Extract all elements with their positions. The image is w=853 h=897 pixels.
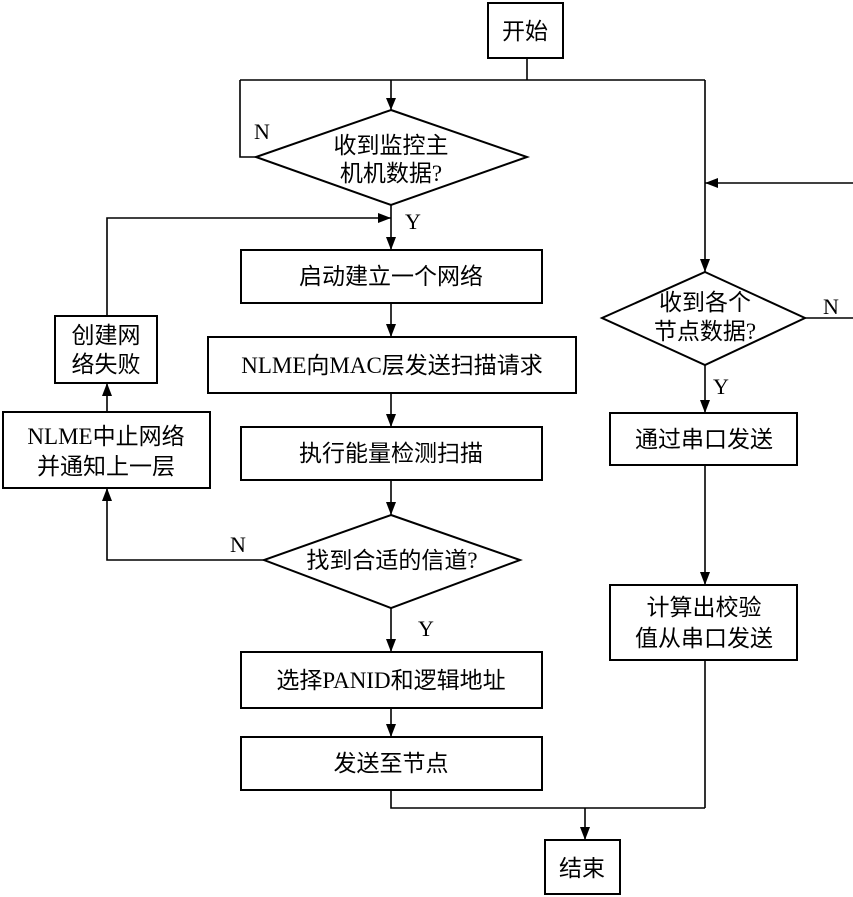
- arrowhead: [700, 400, 710, 413]
- process-checksum-line1: 计算出校验: [647, 595, 762, 620]
- decision-nodes-line1: 收到各个: [659, 290, 751, 315]
- start-node: [487, 2, 564, 59]
- branch-label-monitor-yes: Y: [405, 209, 421, 234]
- arrowhead: [386, 639, 396, 652]
- arrowhead: [700, 572, 710, 585]
- process-nlme-scan: [207, 336, 577, 394]
- arrowhead: [378, 213, 391, 223]
- connector-monitor-no-loop: [239, 80, 256, 158]
- end-label: 结束: [559, 856, 605, 881]
- arrowhead: [102, 488, 112, 501]
- process-abort-network: [2, 411, 211, 489]
- connector-channel-no: [106, 488, 264, 561]
- process-create-failed: [54, 315, 158, 384]
- process-start-network: [240, 249, 543, 304]
- process-nlme-scan-label: NLME向MAC层发送扫描请求: [241, 353, 543, 378]
- process-serial-send-label: 通过串口发送: [635, 427, 773, 452]
- process-abort-line2: 并通知上一层: [37, 454, 175, 479]
- arrowhead: [386, 324, 396, 337]
- process-serial-send: [609, 412, 798, 466]
- process-checksum-line2: 值从串口发送: [635, 626, 773, 651]
- process-send-node-label: 发送至节点: [334, 751, 449, 776]
- arrowhead: [386, 98, 396, 110]
- branch-label-monitor-no: N: [254, 119, 270, 144]
- decision-monitor-line1: 收到监控主: [334, 133, 449, 158]
- arrowhead: [386, 237, 396, 250]
- decision-node-data: [599, 270, 808, 367]
- arrowhead: [102, 383, 112, 396]
- arrowhead: [580, 827, 590, 840]
- process-select-panid-label: 选择PANID和逻辑地址: [276, 668, 505, 693]
- process-start-network-label: 启动建立一个网络: [299, 264, 483, 289]
- decision-nodes-line2: 节点数据?: [654, 319, 756, 344]
- process-send-node: [240, 736, 543, 791]
- process-failed-line2: 络失败: [72, 352, 141, 377]
- decision-monitor-data: [252, 108, 531, 207]
- process-energy-scan: [240, 426, 543, 481]
- decision-monitor-line2: 机机数据?: [340, 161, 442, 186]
- branch-label-channel-no: N: [230, 532, 246, 557]
- connector-failed-loop: [106, 217, 391, 316]
- end-node: [544, 839, 621, 895]
- process-select-panid: [240, 651, 543, 709]
- process-failed-line1: 创建网: [72, 323, 141, 348]
- arrowhead: [386, 502, 396, 515]
- process-energy-scan-label: 执行能量检测扫描: [299, 441, 483, 466]
- arrowhead: [386, 414, 396, 427]
- arrowhead: [700, 259, 710, 272]
- branch-label-channel-yes: Y: [418, 616, 434, 641]
- branch-label-nodes-yes: Y: [713, 374, 729, 399]
- connector-send-to-merge: [390, 790, 705, 809]
- arrowhead: [386, 724, 396, 737]
- process-abort-line1: NLME中止网络: [27, 424, 184, 449]
- decision-channel-label: 找到合适的信道?: [306, 548, 477, 573]
- branch-label-nodes-no: N: [823, 294, 839, 319]
- start-label: 开始: [502, 19, 548, 44]
- process-checksum-send: [609, 584, 798, 661]
- arrowhead: [705, 178, 718, 188]
- decision-channel: [261, 513, 523, 610]
